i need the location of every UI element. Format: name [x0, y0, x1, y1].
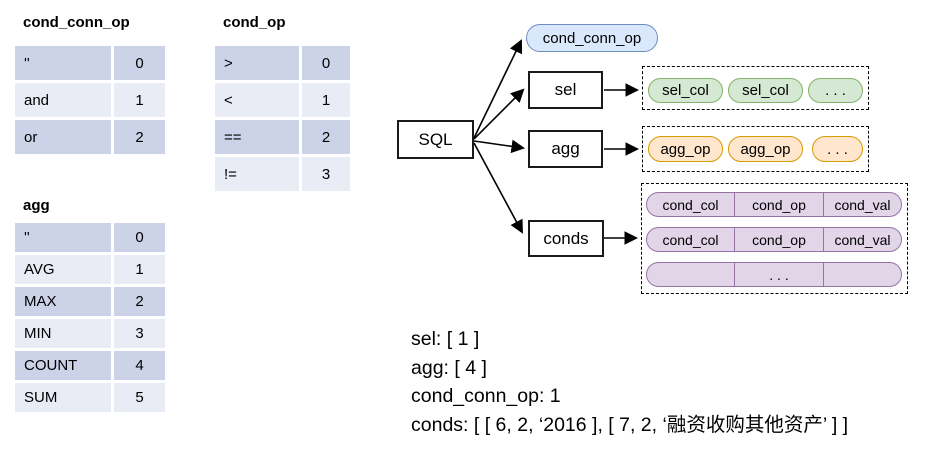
row-value-cell: 1 — [114, 255, 165, 284]
row-value-cell: 1 — [114, 83, 165, 117]
row-value-cell: 2 — [302, 120, 350, 154]
row-value-cell: 5 — [114, 383, 165, 412]
table-row: COUNT 4 — [15, 351, 165, 380]
row-value-cell: 0 — [114, 46, 165, 80]
table-row: == 2 — [215, 120, 350, 154]
arrow-sql-to-agg — [473, 139, 526, 154]
row-label-cell: MIN — [15, 319, 111, 348]
table-title: cond_op — [223, 14, 286, 31]
query-output-line-cond-conn-op: cond_conn_op: 1 — [411, 385, 561, 407]
row-value-cell: 0 — [114, 223, 165, 252]
row-label-cell: '' — [15, 46, 111, 80]
cond-op-cell: cond_op — [734, 193, 823, 216]
agg-op-pill: agg_op — [648, 136, 723, 162]
arrow-sql-to-sel — [473, 88, 525, 140]
row-label-cell: AVG — [15, 255, 111, 284]
row-label-cell: == — [215, 120, 299, 154]
cond-row: cond_col cond_op cond_val — [646, 227, 902, 252]
row-label-cell: < — [215, 83, 299, 117]
agg-op-pill: agg_op — [728, 136, 803, 162]
query-output-line-sel: sel: [ 1 ] — [411, 328, 480, 350]
row-label-cell: and — [15, 83, 111, 117]
lookup-table-agg: agg '' 0 AVG 1 MAX 2 MIN 3 COUNT 4 SUM 5 — [15, 197, 165, 412]
sel-col-pill: sel_col — [648, 78, 723, 103]
row-value-cell: 3 — [302, 157, 350, 191]
table-row: != 3 — [215, 157, 350, 191]
row-value-cell: 4 — [114, 351, 165, 380]
row-value-cell: 3 — [114, 319, 165, 348]
arrow-sql-to-cond-conn-op — [473, 39, 523, 139]
table-row: and 1 — [15, 83, 165, 117]
row-value-cell: 2 — [114, 120, 165, 154]
table-row: '' 0 — [15, 223, 165, 252]
cond-conn-op-pill: cond_conn_op — [526, 24, 658, 52]
query-output-line-agg: agg: [ 4 ] — [411, 356, 487, 379]
table-body: '' 0 and 1 or 2 — [15, 46, 165, 154]
row-label-cell: != — [215, 157, 299, 191]
cond-row: . . . — [646, 262, 902, 287]
row-value-cell: 1 — [302, 83, 350, 117]
cond-val-cell: cond_val — [823, 228, 901, 251]
row-label-cell: COUNT — [15, 351, 111, 380]
row-label-cell: > — [215, 46, 299, 80]
row-label-cell: '' — [15, 223, 111, 252]
cond-val-cell — [823, 263, 901, 286]
table-row: > 0 — [215, 46, 350, 80]
ellipsis-pill: . . . — [812, 136, 863, 162]
lookup-table-cond-op: cond_op > 0 < 1 == 2 != 3 — [215, 14, 350, 191]
conds-node: conds — [528, 220, 604, 257]
table-body: '' 0 AVG 1 MAX 2 MIN 3 COUNT 4 SUM 5 — [15, 223, 165, 412]
table-row: AVG 1 — [15, 255, 165, 284]
cond-val-cell: cond_val — [823, 193, 901, 216]
agg-group-dashed-box — [642, 126, 869, 172]
row-label-cell: MAX — [15, 287, 111, 316]
row-label-cell: or — [15, 120, 111, 154]
query-output: sel: [ 1 ] agg: [ 4 ] cond_conn_op: 1 co… — [411, 325, 848, 439]
sel-node: sel — [528, 71, 603, 109]
sel-col-pill: sel_col — [728, 78, 803, 103]
ellipsis-pill: . . . — [808, 78, 863, 103]
cond-row: cond_col cond_op cond_val — [646, 192, 902, 217]
lookup-table-cond-conn-op: cond_conn_op '' 0 and 1 or 2 — [15, 14, 165, 154]
row-value-cell: 0 — [302, 46, 350, 80]
sel-group-dashed-box — [642, 66, 869, 110]
table-row: < 1 — [215, 83, 350, 117]
cond-col-cell — [647, 263, 734, 286]
row-label-cell: SUM — [15, 383, 111, 412]
table-row: SUM 5 — [15, 383, 165, 412]
conds-group-dashed-box — [641, 183, 908, 294]
table-row: or 2 — [15, 120, 165, 154]
cond-col-cell: cond_col — [662, 196, 719, 213]
sql-node: SQL — [397, 120, 474, 159]
table-row: MIN 3 — [15, 319, 165, 348]
row-value-cell: 2 — [114, 287, 165, 316]
table-title: agg — [23, 197, 50, 214]
query-output-line-conds: conds: [ [ 6, 2, ‘2016 ], [ 7, 2, ‘融资收购其… — [411, 413, 849, 436]
cond-col-cell: cond_col — [662, 231, 719, 248]
arrow-sql-to-conds — [473, 142, 523, 234]
cond-op-cell: cond_op — [734, 228, 823, 251]
cond-op-cell: . . . — [734, 263, 823, 286]
table-body: > 0 < 1 == 2 != 3 — [215, 46, 350, 191]
table-row: MAX 2 — [15, 287, 165, 316]
agg-node: agg — [528, 130, 603, 168]
table-row: '' 0 — [15, 46, 165, 80]
table-title: cond_conn_op — [23, 14, 130, 31]
